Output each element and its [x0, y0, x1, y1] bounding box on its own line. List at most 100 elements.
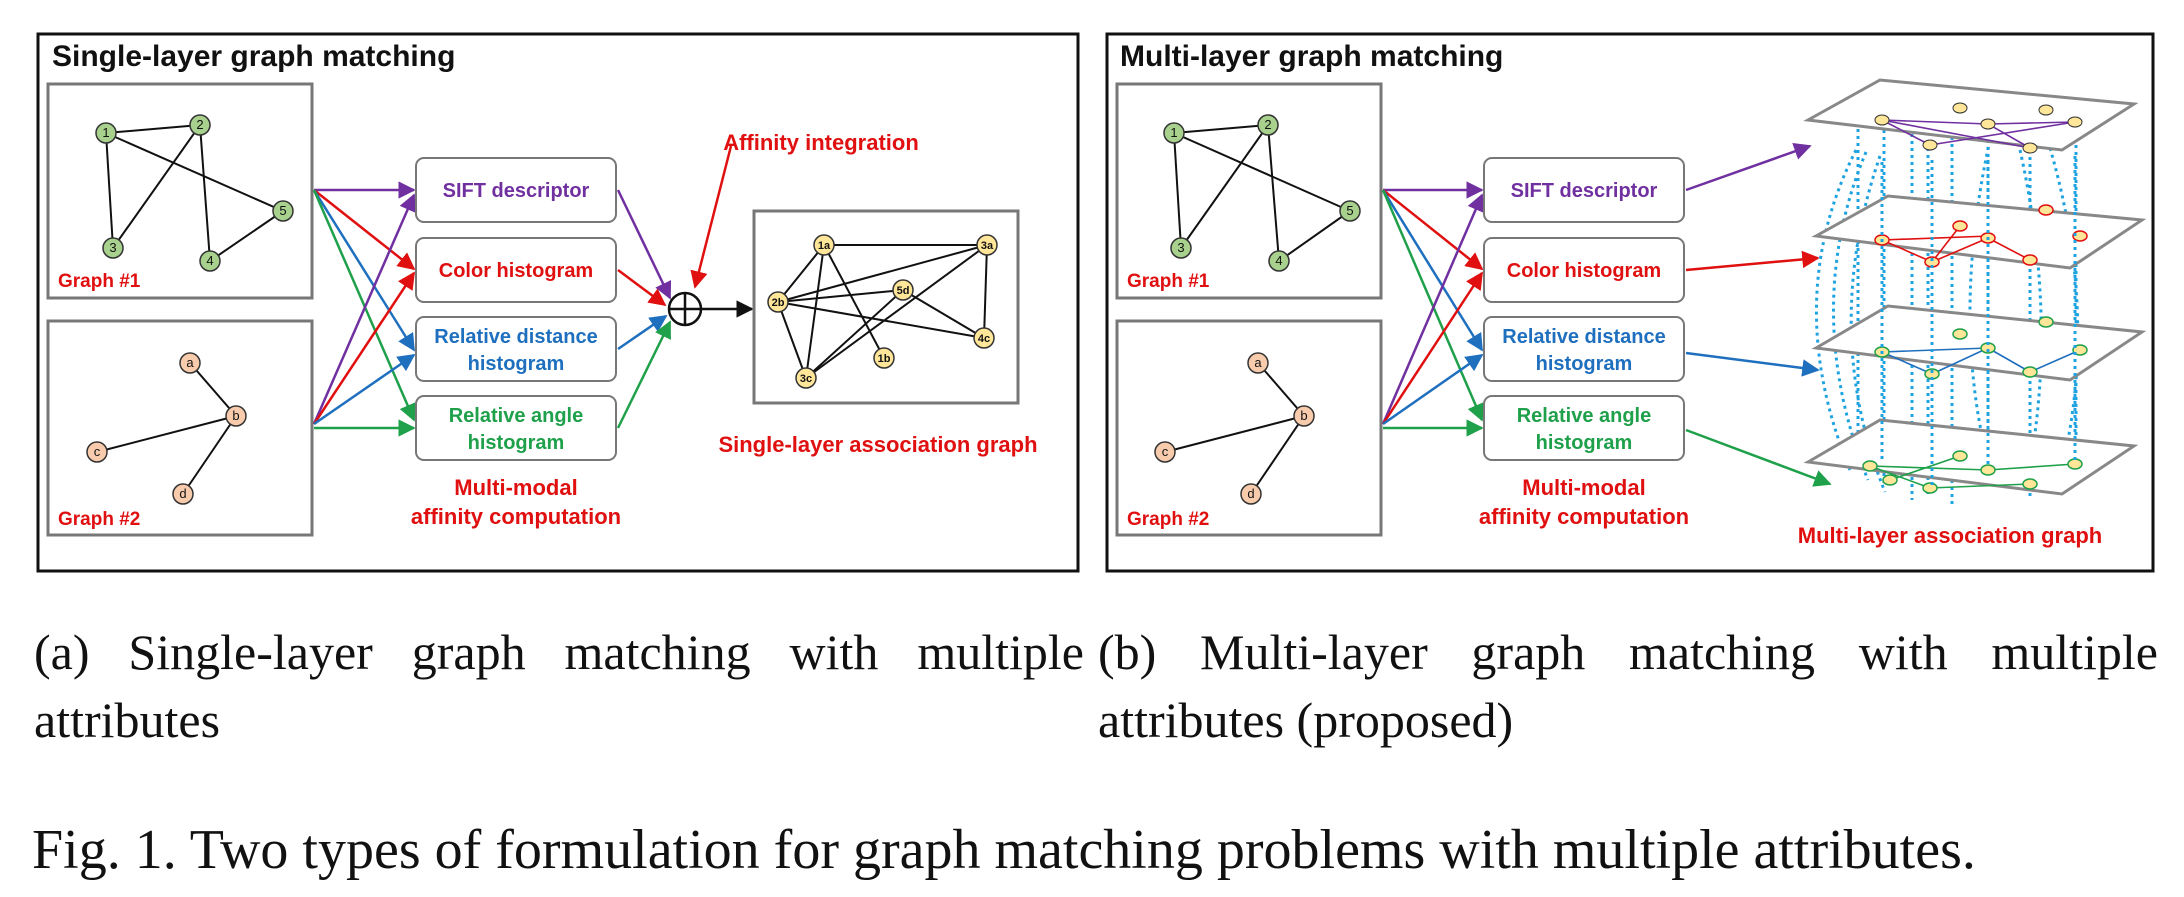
feature-arrows-a	[312, 181, 416, 437]
graph1-node: 1	[95, 122, 117, 144]
panel-b: Multi-layer graph matching 1 2 3 4 5 Gra…	[1105, 32, 2155, 573]
graph1-box: 1 2 3 4 5 Graph #1	[1115, 82, 1383, 300]
svg-text:3: 3	[109, 240, 116, 255]
multimodal-label-line2: affinity computation	[411, 504, 621, 529]
multimodal-label-line1: Multi-modal	[454, 475, 577, 500]
svg-text:d: d	[179, 486, 186, 501]
graph1-node: 3	[102, 237, 124, 259]
svg-text:b: b	[232, 408, 239, 423]
layer-color	[1811, 194, 2147, 270]
svg-text:2: 2	[196, 117, 203, 132]
graph2-box: a b c d Graph #2	[46, 319, 314, 537]
feature-box-color-histogram: Color histogram	[1483, 237, 1685, 303]
graph2-box: a b c d Graph #2	[1115, 319, 1383, 537]
svg-text:1a: 1a	[818, 240, 831, 252]
svg-text:histogram: histogram	[1536, 432, 1633, 454]
svg-text:5: 5	[279, 203, 286, 218]
svg-text:1b: 1b	[878, 353, 891, 365]
svg-text:2b: 2b	[772, 297, 785, 309]
figure-caption: Fig. 1. Two types of formulation for gra…	[32, 819, 1976, 881]
graph2-node: a	[179, 352, 201, 374]
svg-text:c: c	[1162, 444, 1169, 459]
multimodal-label-line1: Multi-modal	[1522, 475, 1645, 500]
graph2-node: b	[1293, 405, 1315, 427]
svg-text:1: 1	[102, 125, 109, 140]
svg-text:Relative distance: Relative distance	[1502, 326, 1665, 348]
svg-text:3: 3	[1177, 240, 1184, 255]
svg-text:4: 4	[206, 253, 213, 268]
svg-text:2: 2	[1264, 117, 1271, 132]
graph1-node: 1	[1163, 122, 1185, 144]
graph2-label: Graph #2	[1127, 509, 1209, 530]
association-node: 3a	[976, 234, 998, 256]
single-layer-association-graph: 1a 3a 2b 5d 4c 1b 3c	[752, 209, 1020, 405]
graph1-node: 3	[1170, 237, 1192, 259]
layer-distance	[1811, 304, 2147, 382]
svg-text:3a: 3a	[981, 240, 994, 252]
feature-box-relative-distance: Relative distance histogram	[1483, 316, 1685, 382]
panel-a-title: Single-layer graph matching	[52, 40, 455, 73]
svg-text:d: d	[1247, 486, 1254, 501]
graph1-label: Graph #1	[58, 271, 141, 292]
graph1-node: 2	[189, 114, 211, 136]
single-layer-association-label: Single-layer association graph	[718, 432, 1037, 457]
svg-text:a: a	[1254, 355, 1262, 370]
svg-text:1: 1	[1170, 125, 1177, 140]
association-node: 1b	[873, 347, 895, 369]
graph1-node: 2	[1257, 114, 1279, 136]
svg-text:3c: 3c	[800, 373, 812, 385]
svg-text:5d: 5d	[897, 285, 910, 297]
graph1-box: 1 2 3 4 5 Graph #1	[46, 82, 314, 300]
svg-text:5: 5	[1346, 203, 1353, 218]
graph2-label: Graph #2	[58, 509, 140, 530]
association-node: 4c	[973, 327, 995, 349]
feature-box-sift: SIFT descriptor	[1483, 157, 1685, 223]
affinity-integration-icon	[667, 291, 703, 327]
panel-a: Single-layer graph matching 1 2 3 4 5 Gr…	[36, 32, 1080, 573]
affinity-integration-label: Affinity integration	[723, 130, 919, 155]
graph1-label: Graph #1	[1127, 271, 1210, 292]
svg-text:Color histogram: Color histogram	[439, 260, 593, 282]
panel-b-title: Multi-layer graph matching	[1120, 40, 1503, 73]
graph2-node: d	[172, 483, 194, 505]
association-node: 2b	[767, 291, 789, 313]
svg-text:a: a	[186, 355, 194, 370]
graph2-node: c	[1154, 441, 1176, 463]
svg-text:Relative angle: Relative angle	[1517, 405, 1652, 427]
svg-text:Color histogram: Color histogram	[1507, 260, 1661, 282]
feature-box-relative-distance: Relative distance histogram	[415, 316, 617, 382]
graph2-node: c	[86, 441, 108, 463]
association-node: 3c	[795, 367, 817, 389]
graph1-node: 5	[272, 200, 294, 222]
feature-box-relative-angle: Relative angle histogram	[415, 395, 617, 461]
graph2-node: d	[1240, 483, 1262, 505]
graph1-node: 4	[1268, 250, 1290, 272]
caption-a: (a) Single-layer graph matching with mul…	[34, 624, 1084, 748]
association-node: 1a	[813, 234, 835, 256]
graph1-node: 5	[1339, 200, 1361, 222]
multi-layer-association-graph	[1803, 78, 2147, 508]
feature-box-sift: SIFT descriptor	[415, 157, 617, 223]
svg-text:4: 4	[1275, 253, 1282, 268]
caption-b: (b) Multi-layer graph matching with mult…	[1098, 624, 2158, 748]
svg-text:histogram: histogram	[468, 353, 565, 375]
multi-layer-association-label: Multi-layer association graph	[1798, 523, 2102, 548]
layer-arrows	[1685, 143, 1832, 487]
svg-text:c: c	[94, 444, 101, 459]
svg-text:SIFT descriptor: SIFT descriptor	[443, 180, 590, 202]
multimodal-label-line2: affinity computation	[1479, 504, 1689, 529]
integration-arrows	[616, 189, 672, 429]
svg-text:b: b	[1300, 408, 1307, 423]
feature-box-color-histogram: Color histogram	[415, 237, 617, 303]
svg-text:histogram: histogram	[1536, 353, 1633, 375]
graph2-node: a	[1247, 352, 1269, 374]
graph1-node: 4	[199, 250, 221, 272]
svg-text:SIFT descriptor: SIFT descriptor	[1511, 180, 1658, 202]
association-node: 5d	[892, 279, 914, 301]
graph2-node: b	[225, 405, 247, 427]
svg-text:4c: 4c	[978, 333, 990, 345]
feature-box-relative-angle: Relative angle histogram	[1483, 395, 1685, 461]
svg-text:histogram: histogram	[468, 432, 565, 454]
svg-text:Relative distance: Relative distance	[434, 326, 597, 348]
